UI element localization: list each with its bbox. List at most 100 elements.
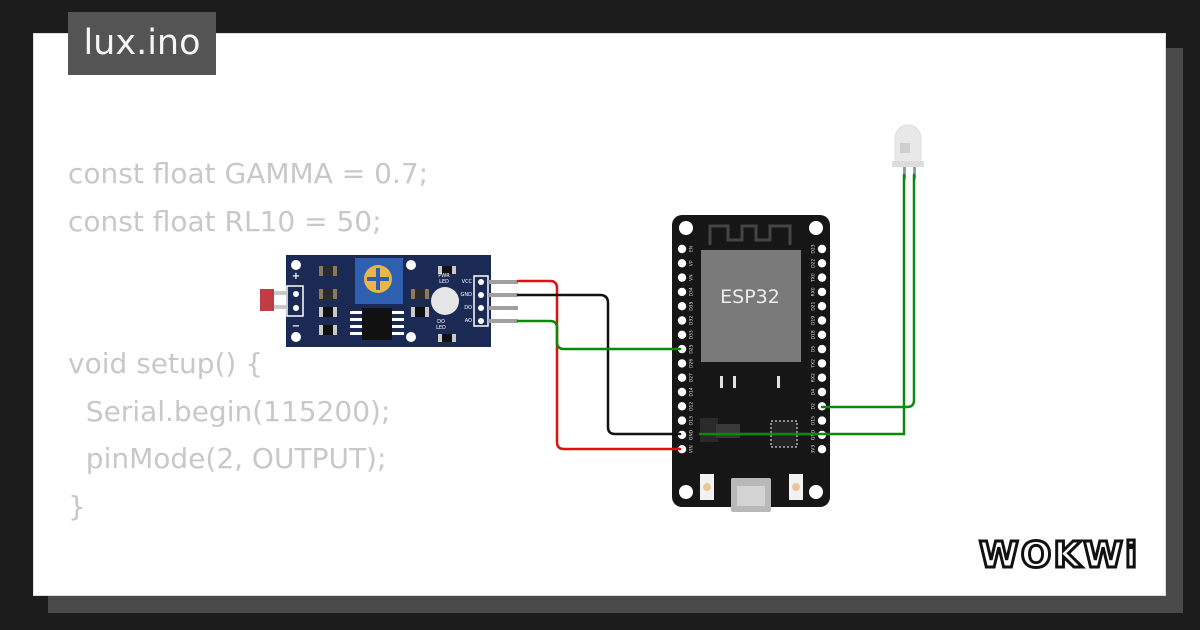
board-pin-right[interactable] bbox=[817, 445, 827, 454]
esp32-module bbox=[701, 250, 801, 362]
board-pin-left[interactable] bbox=[677, 273, 687, 282]
board-pin-left[interactable] bbox=[677, 302, 687, 311]
board-pin-label: TX2 bbox=[811, 359, 817, 369]
board-pin-right[interactable] bbox=[817, 244, 827, 254]
preview-card bbox=[33, 33, 1166, 596]
potentiometer[interactable] bbox=[355, 258, 403, 304]
wire-vcc[interactable] bbox=[516, 279, 682, 451]
module-castellations bbox=[720, 376, 780, 388]
logo-text: WOKWi bbox=[979, 535, 1139, 575]
board-pin-left[interactable] bbox=[677, 244, 687, 254]
board-pin-left[interactable] bbox=[677, 359, 687, 368]
led-leg bbox=[903, 167, 906, 179]
board-pin-label: GND bbox=[689, 429, 695, 440]
esp32-board[interactable]: ESP32 ENVPVND34D35D32D33D25D26D27D14D12D… bbox=[672, 215, 830, 512]
boot-button[interactable] bbox=[700, 474, 714, 500]
board-pin-left[interactable] bbox=[677, 373, 687, 382]
board-pin-label: D19 bbox=[811, 316, 817, 325]
board-pin-headers: ENVPVND34D35D32D33D25D26D27D14D12D13GNDV… bbox=[677, 244, 827, 454]
board-pin-left[interactable] bbox=[677, 344, 687, 354]
led-die bbox=[900, 143, 910, 153]
regulator-body bbox=[716, 424, 740, 438]
board-pin-label: D13 bbox=[689, 416, 695, 425]
board-pin-label: D22 bbox=[811, 259, 817, 268]
board-pin-label: TX0 bbox=[811, 273, 817, 283]
ldr-lead bbox=[274, 305, 288, 309]
board-pin-left[interactable] bbox=[677, 402, 687, 411]
board-pin-label: D2 bbox=[811, 403, 817, 409]
board-pin-label: D15 bbox=[811, 416, 817, 425]
comparator-ic bbox=[350, 308, 404, 340]
board-pin-right[interactable] bbox=[817, 302, 827, 311]
pin-label-gnd: GND bbox=[461, 292, 473, 298]
wires bbox=[516, 173, 916, 451]
board-pin-label: VP bbox=[689, 260, 695, 266]
ldr-sensor-module[interactable]: + − bbox=[260, 255, 518, 347]
board-pin-label: RX2 bbox=[811, 373, 817, 382]
board-pin-left[interactable] bbox=[677, 316, 687, 325]
board-pin-right[interactable] bbox=[817, 359, 827, 368]
board-pin-label: D23 bbox=[811, 244, 817, 253]
board-pin-right[interactable] bbox=[817, 387, 827, 397]
reset-button[interactable] bbox=[789, 474, 803, 500]
wire-led-cathode[interactable] bbox=[698, 173, 906, 436]
board-pin-right[interactable] bbox=[817, 273, 827, 282]
pin-label-ao: AO bbox=[465, 318, 472, 324]
board-pin-label: D27 bbox=[689, 373, 695, 382]
board-pin-left[interactable] bbox=[677, 416, 687, 425]
ldr-photoresistor bbox=[260, 289, 274, 311]
board-pin-right[interactable] bbox=[817, 316, 827, 325]
board-corner-holes bbox=[679, 221, 823, 499]
board-pin-left[interactable] bbox=[677, 330, 687, 339]
board-pin-right[interactable] bbox=[817, 287, 827, 297]
board-pin-label: D35 bbox=[689, 301, 695, 310]
ldr-header bbox=[286, 285, 304, 317]
board-pin-right[interactable] bbox=[817, 344, 827, 354]
code-line: void setup() { bbox=[68, 347, 264, 380]
header-pins-metal bbox=[488, 280, 518, 323]
board-pin-label: D26 bbox=[689, 359, 695, 368]
board-pin-label: D12 bbox=[689, 402, 695, 411]
board-pin-right[interactable] bbox=[817, 330, 827, 339]
board-pin-label: EN bbox=[689, 246, 695, 252]
wire-gnd[interactable] bbox=[516, 293, 682, 436]
board-pin-label: D4 bbox=[811, 389, 817, 395]
code-snippet: const float GAMMA = 0.7; const float RL10… bbox=[68, 150, 428, 530]
led-rim bbox=[892, 161, 924, 167]
board-pin-right[interactable] bbox=[817, 416, 827, 425]
chip-label: ESP32 bbox=[720, 286, 780, 308]
board-pin-left[interactable] bbox=[677, 259, 687, 268]
ldr-lead bbox=[274, 291, 288, 295]
usb-port-inner bbox=[737, 486, 765, 506]
board-pin-left[interactable] bbox=[677, 287, 687, 297]
file-name-tag: lux.ino bbox=[68, 12, 216, 75]
board-pin-label: D18 bbox=[811, 330, 817, 339]
led-leg bbox=[913, 167, 916, 179]
wire-led-anode[interactable] bbox=[820, 173, 916, 409]
ldr-pin bbox=[293, 305, 299, 311]
board-pin-label: RX0 bbox=[811, 287, 817, 296]
board-pin-label: D5 bbox=[811, 346, 817, 352]
board-pin-left[interactable] bbox=[677, 387, 687, 397]
board-pin-label: D33 bbox=[689, 330, 695, 339]
board-pin-label: D25 bbox=[689, 344, 695, 353]
board-pin-right[interactable] bbox=[817, 373, 827, 382]
antenna-trace bbox=[708, 224, 792, 245]
plus-label: + bbox=[292, 271, 300, 282]
output-pins bbox=[478, 279, 484, 324]
wire-ao[interactable] bbox=[516, 319, 682, 351]
board-pin-label: 3V3 bbox=[811, 445, 817, 454]
wokwi-logo: WOKWi bbox=[978, 534, 1139, 576]
code-line: const float GAMMA = 0.7; bbox=[68, 157, 429, 190]
board-pin-left[interactable] bbox=[677, 445, 687, 454]
pin-label-vcc: VCC bbox=[462, 279, 473, 285]
board-pin-right[interactable] bbox=[817, 259, 827, 268]
led-component[interactable] bbox=[892, 124, 924, 179]
board-pin-label: VN bbox=[689, 274, 695, 280]
board-pin-label: D32 bbox=[689, 316, 695, 325]
pin-label-do: DO bbox=[464, 305, 472, 311]
code-line: const float RL10 = 50; bbox=[68, 204, 382, 238]
